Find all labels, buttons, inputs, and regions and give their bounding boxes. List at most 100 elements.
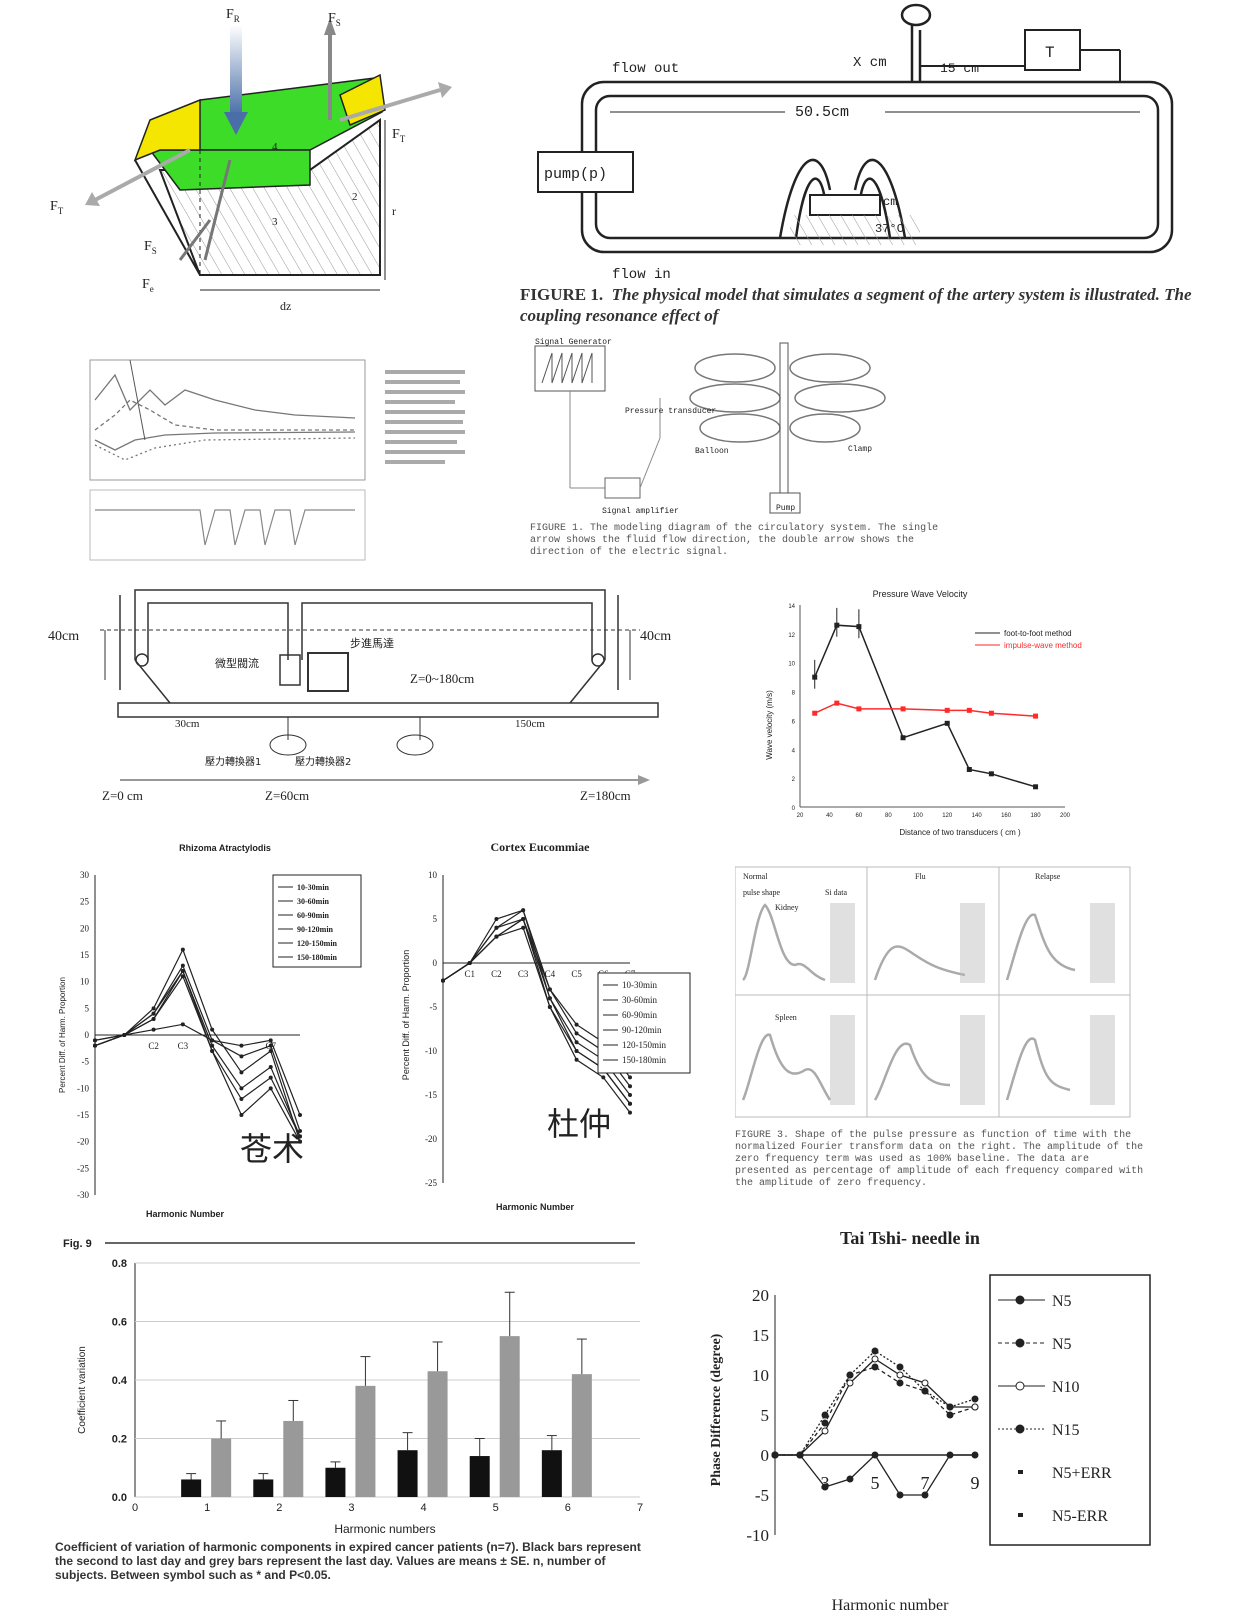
tai-tshi-panel: Tai Tshi- needle in Harmonic number Phas… bbox=[700, 1220, 1200, 1618]
pwv-point-0 bbox=[1033, 784, 1039, 790]
rhizoma-legend-item: 30-60min bbox=[297, 897, 330, 906]
rhizoma-ytick: -5 bbox=[82, 1057, 90, 1067]
z-range-label: Z=0~180cm bbox=[410, 671, 474, 686]
tai-ytick: -10 bbox=[746, 1526, 769, 1545]
pwv-point-1 bbox=[900, 706, 906, 712]
height-left-label: 40cm bbox=[48, 629, 79, 644]
row-spleen: Spleen bbox=[775, 1013, 797, 1022]
pwv-point-0 bbox=[966, 766, 972, 772]
pwv-ylabel: Wave velocity (m/s) bbox=[765, 690, 774, 760]
pressure-transducer-label: Pressure transducer bbox=[625, 407, 716, 416]
tai-xtick: 3 bbox=[821, 1473, 830, 1493]
pwv-legend-0: foot-to-foot method bbox=[1004, 629, 1072, 638]
tai-point-0 bbox=[946, 1451, 954, 1459]
tai-point-0 bbox=[871, 1451, 879, 1459]
signal-generator-label: Signal Generator bbox=[535, 338, 612, 347]
rhizoma-point-0 bbox=[239, 1070, 244, 1075]
rhizoma-ytick: -20 bbox=[77, 1137, 89, 1147]
eucommia-series-5 bbox=[442, 927, 631, 1113]
eucommia-ylabel: Percent Diff. of Harm. Proportion bbox=[401, 950, 411, 1080]
tai-point-1 bbox=[871, 1363, 879, 1371]
rhizoma-legend-item: 60-90min bbox=[297, 911, 330, 920]
rhizoma-ytick: 30 bbox=[80, 870, 90, 880]
rhizoma-point-0 bbox=[210, 1027, 215, 1032]
tai-point-3 bbox=[921, 1387, 929, 1395]
T-label: T bbox=[1045, 44, 1055, 62]
height-right-label: 40cm bbox=[640, 629, 671, 644]
cv-xlabel: Harmonic numbers bbox=[334, 1522, 435, 1535]
circulatory-model-diagram: Signal Generator Pressure transducer Sig… bbox=[534, 338, 886, 516]
pwv-point-1 bbox=[988, 710, 994, 716]
label-dz: dz bbox=[280, 299, 291, 313]
label-3: 3 bbox=[272, 216, 278, 228]
cv-ytick: 0.6 bbox=[112, 1317, 127, 1329]
cv-xtick: 1 bbox=[204, 1502, 210, 1514]
tai-ytick: 10 bbox=[752, 1366, 769, 1385]
rhizoma-point-4 bbox=[210, 1049, 215, 1053]
pwv-ytick: 2 bbox=[792, 777, 796, 783]
tai-legend-item: N5 bbox=[1052, 1336, 1072, 1353]
rhizoma-hanzi: 苍术 bbox=[240, 1130, 304, 1168]
cv-xtick: 7 bbox=[637, 1502, 643, 1514]
pwv-ytick: 8 bbox=[792, 691, 796, 697]
rhizoma-point-4 bbox=[268, 1086, 273, 1091]
tai-legend-marker bbox=[1015, 1295, 1025, 1305]
cm-label: cm bbox=[883, 195, 897, 209]
tai-point-0 bbox=[896, 1491, 904, 1499]
cv-bar-0 bbox=[253, 1479, 274, 1497]
pwv-point-1 bbox=[966, 707, 972, 713]
pwv-series-0 bbox=[814, 624, 1036, 788]
tai-xtick: 5 bbox=[871, 1473, 880, 1493]
small-harmonic-chart bbox=[89, 359, 465, 561]
cv-xtick: 6 bbox=[565, 1502, 571, 1514]
cv-bar-1 bbox=[283, 1420, 304, 1497]
eucommia-xtick: C4 bbox=[545, 969, 556, 979]
label-FS-bottom: FS bbox=[144, 239, 157, 256]
tai-xtick: 7 bbox=[921, 1473, 930, 1493]
eucommia-point-4 bbox=[574, 1049, 579, 1053]
eucommia-point-5 bbox=[628, 1110, 632, 1115]
tai-point-2 bbox=[971, 1403, 979, 1411]
tai-point-0 bbox=[821, 1483, 829, 1491]
rhizoma-point-5 bbox=[210, 1038, 215, 1043]
eucommia-hanzi: 杜仲 bbox=[547, 1105, 611, 1143]
rhizoma-point-3 bbox=[239, 1097, 244, 1101]
tai-tshi-chart: Tai Tshi- needle in Harmonic number Phas… bbox=[709, 1228, 1151, 1614]
eucommia-xtick: C1 bbox=[464, 969, 475, 979]
eucommia-xtick: C3 bbox=[518, 969, 529, 979]
tai-ytick: -5 bbox=[755, 1486, 769, 1505]
cv-bar-1 bbox=[571, 1374, 592, 1497]
tai-point-3 bbox=[846, 1371, 854, 1379]
z0-label: Z=0 cm bbox=[102, 788, 143, 803]
eucommia-point-2 bbox=[521, 908, 526, 913]
z180-label: Z=180cm bbox=[580, 788, 631, 803]
rhizoma-ytick: 15 bbox=[80, 950, 90, 960]
pwv-point-1 bbox=[812, 710, 818, 716]
row-kidney: Kidney bbox=[775, 903, 799, 912]
rhizoma-legend-item: 120-150min bbox=[297, 939, 338, 948]
pwv-point-1 bbox=[856, 706, 862, 712]
artery-model-panel: pump(p) T flow out flow in 50.5cm X cm 1… bbox=[520, 0, 1220, 340]
rhizoma-point-1 bbox=[268, 1043, 273, 1048]
cv-bar-0 bbox=[469, 1456, 490, 1497]
eucommia-point-5 bbox=[574, 1057, 579, 1062]
tai-point-3 bbox=[971, 1395, 979, 1403]
cv-bar-0 bbox=[397, 1450, 418, 1497]
rhizoma-point-4 bbox=[180, 969, 185, 973]
rhizoma-title: Rhizoma Atractylodis bbox=[179, 843, 271, 853]
tai-point-0 bbox=[846, 1475, 854, 1483]
pwv-point-0 bbox=[900, 735, 906, 741]
rhizoma-ytick: 0 bbox=[85, 1030, 90, 1040]
head-normal: Normal bbox=[743, 872, 768, 881]
eucommia-point-5 bbox=[494, 934, 499, 939]
rhizoma-xtick: C3 bbox=[178, 1041, 189, 1051]
tai-legend-item: N5 bbox=[1052, 1293, 1072, 1310]
circulatory-caption: FIGURE 1. The modeling diagram of the ci… bbox=[530, 523, 939, 558]
rhizoma-series-4 bbox=[94, 969, 301, 1142]
eucommia-xtick: C2 bbox=[491, 969, 502, 979]
eucommia-point-1 bbox=[547, 987, 552, 992]
eucommia-legend-box bbox=[597, 972, 691, 1074]
cv-xtick: 0 bbox=[132, 1502, 138, 1514]
pump-label-2: Pump bbox=[776, 504, 795, 513]
rhizoma-point-2 bbox=[151, 1011, 156, 1016]
